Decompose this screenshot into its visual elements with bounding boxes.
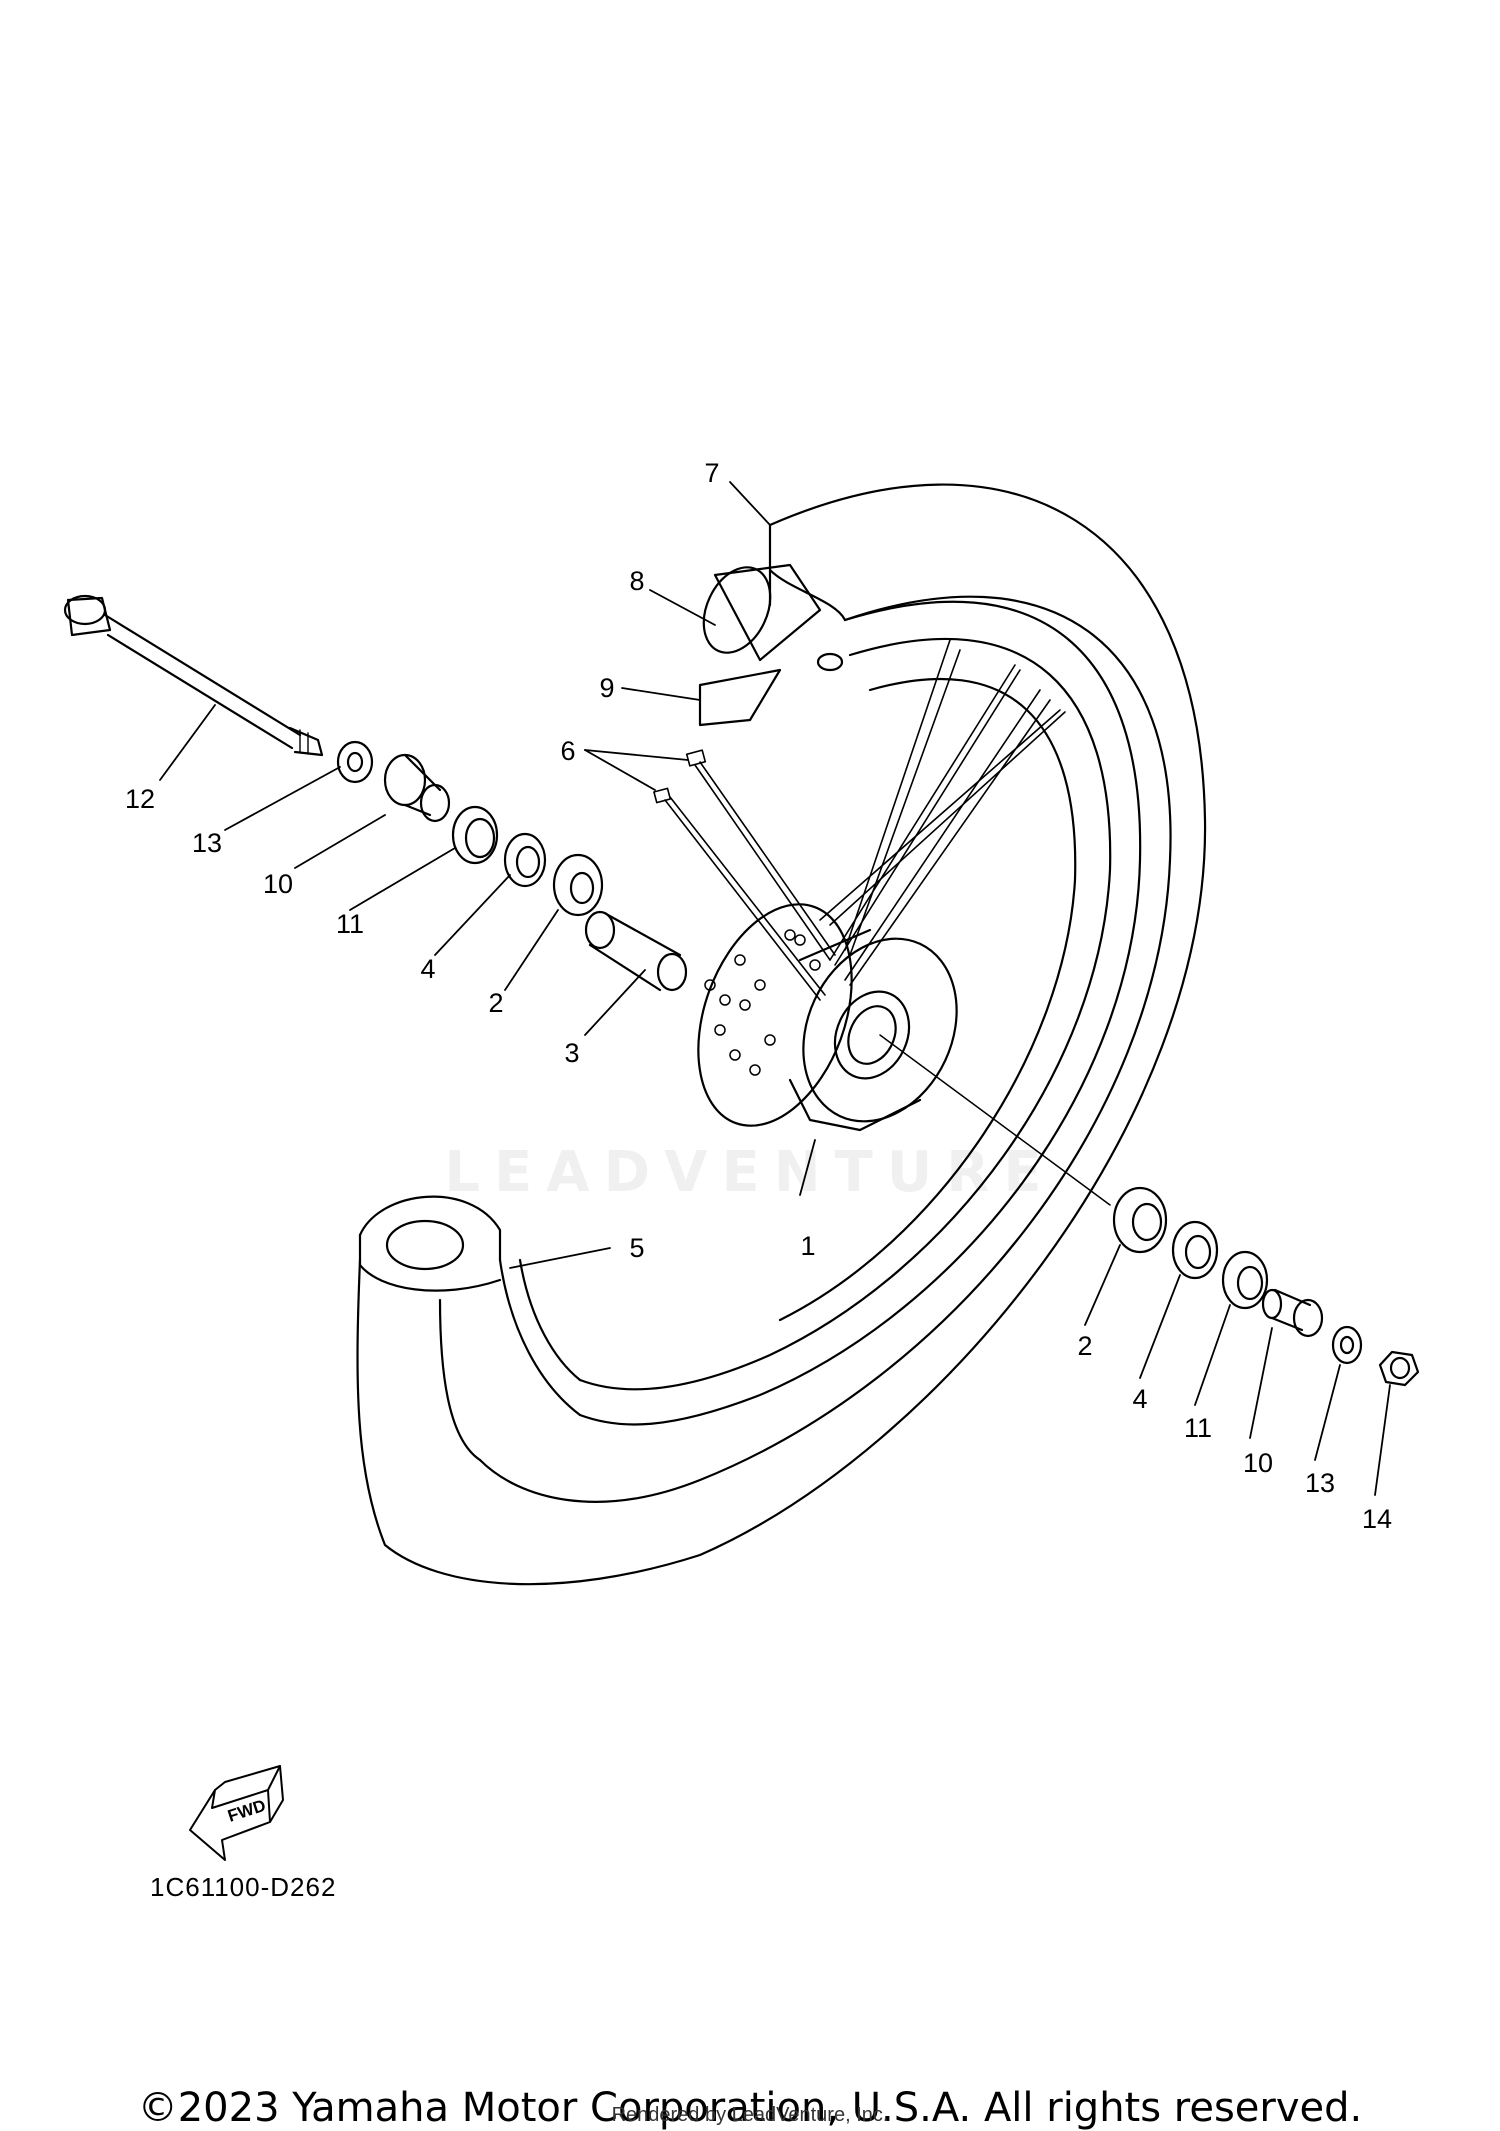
axle	[63, 594, 324, 757]
left-spacers-and-bearings	[336, 740, 688, 992]
callout-13-left: 13	[192, 828, 222, 858]
callout-2-right: 2	[1077, 1331, 1092, 1361]
callout-4-left: 4	[420, 954, 435, 984]
callout-10-right: 10	[1243, 1448, 1273, 1478]
rim-lock-and-tube	[698, 563, 844, 727]
leadventure-watermark: LEADVENTURE	[444, 1140, 1056, 1205]
fwd-label: FWD	[225, 1796, 268, 1826]
axle-centerline	[879, 1034, 1111, 1206]
callout-12: 12	[125, 784, 155, 814]
spokes	[653, 639, 1066, 1001]
diagram-code: 1C61100-D262	[150, 1872, 337, 1902]
callout-5: 5	[629, 1233, 644, 1263]
callout-9: 9	[599, 673, 614, 703]
callout-4-right: 4	[1132, 1384, 1147, 1414]
fwd-arrow-icon: FWD	[189, 1765, 284, 1861]
callout-13-right: 13	[1305, 1468, 1335, 1498]
hub	[697, 903, 958, 1132]
callout-6: 6	[560, 736, 575, 766]
rendered-by-notice: Rendered by LeadVenture, Inc.	[611, 2104, 889, 2126]
callout-10-left: 10	[263, 869, 293, 899]
right-spacers-and-bearings	[1112, 1186, 1420, 1387]
callout-1: 1	[800, 1231, 815, 1261]
leader-lines	[159, 481, 1391, 1496]
rim	[498, 600, 1142, 1426]
callout-7: 7	[704, 458, 719, 488]
callout-8: 8	[629, 566, 644, 596]
tire	[356, 483, 1207, 1586]
callout-3: 3	[564, 1038, 579, 1068]
callout-11-left: 11	[336, 909, 364, 939]
callout-numbers: 7 8 9 6 12 13 10 11 4 2 3 1 5 2 4 11 10 …	[125, 458, 1392, 1534]
copyright-notice: ©2023 Yamaha Motor Corporation, U.S.A. A…	[137, 2085, 1363, 2131]
callout-14: 14	[1362, 1504, 1392, 1534]
callout-11-right: 11	[1184, 1413, 1212, 1443]
callout-2-left: 2	[488, 988, 503, 1018]
